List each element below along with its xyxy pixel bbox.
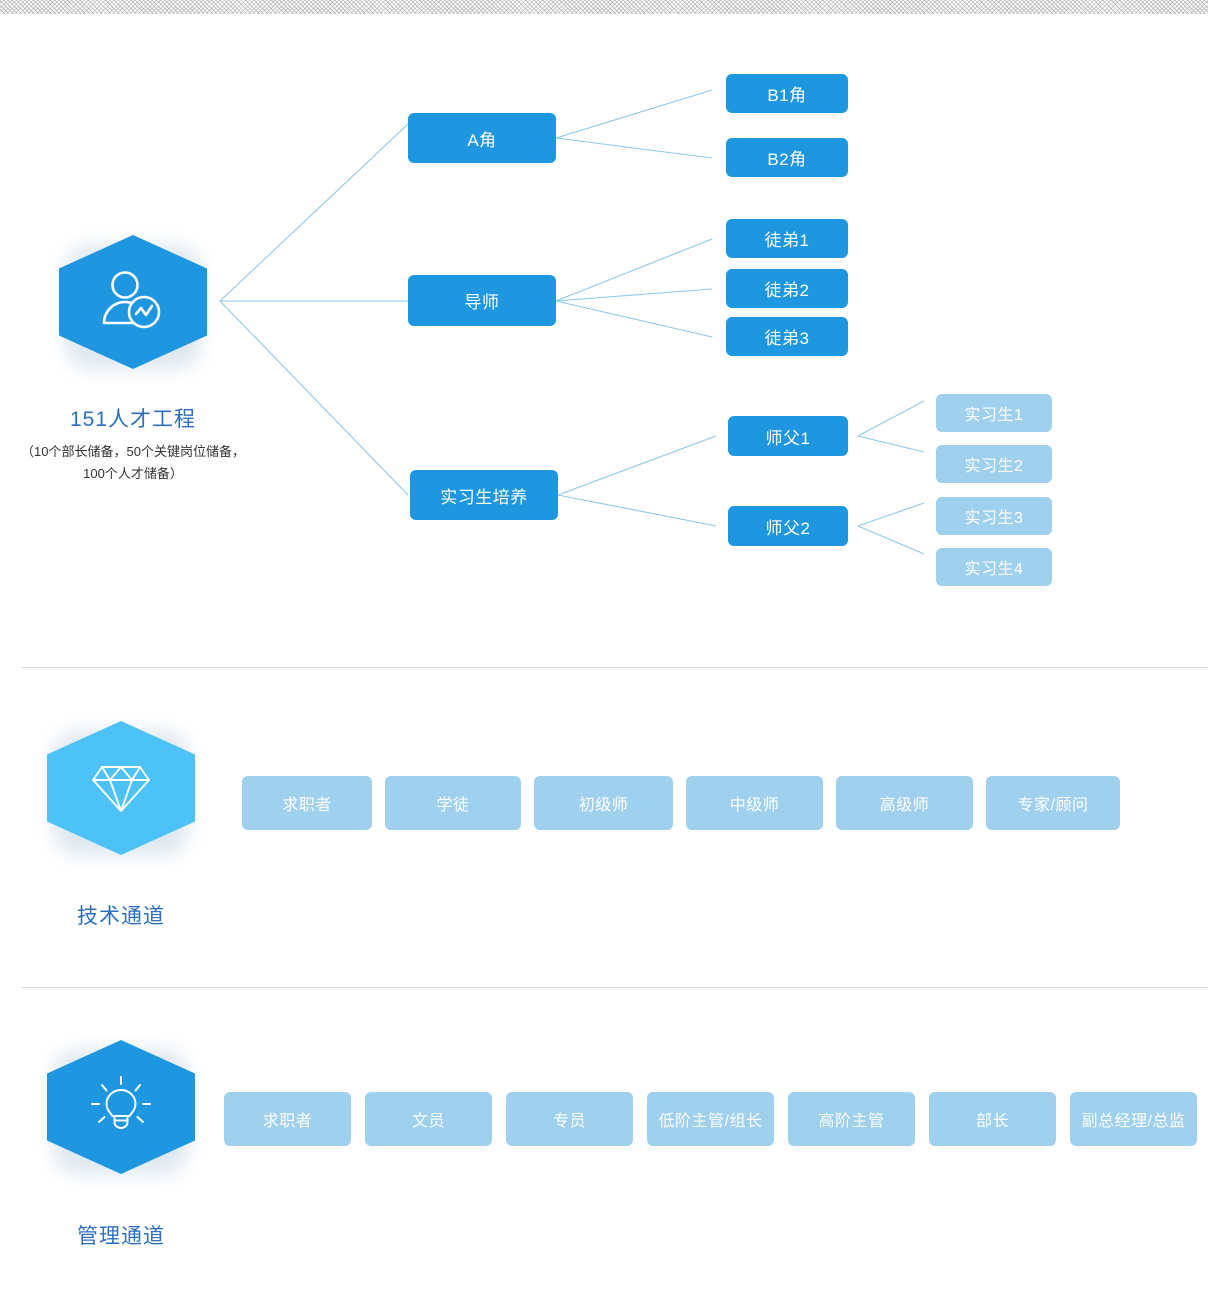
talent-hexagon bbox=[59, 235, 207, 369]
chip-label: 副总经理/总监 bbox=[1081, 1113, 1186, 1130]
technical-channel-section: 技术通道 求职者 学徒 初级师 中级师 高级师 专家/顾问 bbox=[0, 668, 1208, 986]
talent-subtitle: （10个部长储备，50个关键岗位储备，100个人才储备） bbox=[21, 444, 245, 481]
chip-label: 高阶主管 bbox=[818, 1113, 885, 1130]
talent-badge bbox=[59, 235, 207, 369]
chip-label: 专家/顾问 bbox=[1017, 797, 1089, 814]
mgmt-title: 管理通道 bbox=[77, 1225, 165, 1248]
chip-label: 部长 bbox=[975, 1113, 1009, 1130]
lightbulb-icon bbox=[91, 1076, 151, 1129]
node-b1-role[interactable]: B1角 bbox=[726, 74, 848, 113]
mgmt-badge bbox=[47, 1040, 195, 1174]
tech-step-2[interactable]: 学徒 bbox=[385, 776, 521, 830]
chip-label: 求职者 bbox=[282, 797, 332, 814]
node-label: B1角 bbox=[767, 86, 807, 105]
node-label: 实习生2 bbox=[964, 458, 1024, 475]
diamond-icon bbox=[92, 766, 150, 812]
chip-label: 求职者 bbox=[262, 1113, 313, 1130]
mgmt-step-1[interactable]: 求职者 bbox=[224, 1092, 351, 1146]
chip-label: 低阶主管/组长 bbox=[658, 1113, 763, 1130]
tech-title: 技术通道 bbox=[77, 905, 165, 928]
tech-step-3[interactable]: 初级师 bbox=[534, 776, 673, 830]
section-divider-1 bbox=[22, 667, 1208, 668]
node-label: B2角 bbox=[767, 150, 807, 169]
chip-label: 高级师 bbox=[879, 797, 930, 814]
tech-step-6[interactable]: 专家/顾问 bbox=[986, 776, 1120, 830]
node-a-role[interactable]: A角 bbox=[408, 113, 556, 163]
mgmt-step-row: 求职者 文员 专员 低阶主管/组长 高阶主管 部长 副总经理/总监 bbox=[224, 1092, 1197, 1146]
mgmt-step-3[interactable]: 专员 bbox=[506, 1092, 633, 1146]
tech-step-5[interactable]: 高级师 bbox=[836, 776, 973, 830]
node-intern-1[interactable]: 实习生1 bbox=[936, 394, 1052, 432]
node-intern-4[interactable]: 实习生4 bbox=[936, 548, 1052, 586]
chip-label: 中级师 bbox=[729, 797, 780, 814]
node-label: 师父1 bbox=[765, 428, 811, 448]
chip-label: 初级师 bbox=[578, 797, 629, 814]
mgmt-step-6[interactable]: 部长 bbox=[929, 1092, 1056, 1146]
node-label: 徒弟1 bbox=[764, 231, 810, 250]
node-intern-training[interactable]: 实习生培养 bbox=[410, 470, 558, 520]
talent-title: 151人才工程 bbox=[69, 408, 197, 431]
node-label: 实习生培养 bbox=[440, 487, 528, 507]
mgmt-step-4[interactable]: 低阶主管/组长 bbox=[647, 1092, 774, 1146]
mgmt-hexagon bbox=[47, 1040, 195, 1174]
node-label: 徒弟2 bbox=[764, 281, 810, 300]
node-label: 导师 bbox=[464, 293, 500, 312]
person-chart-icon bbox=[102, 271, 161, 329]
node-label: 师父2 bbox=[765, 518, 811, 538]
node-label: A角 bbox=[467, 130, 497, 150]
mgmt-step-7[interactable]: 副总经理/总监 bbox=[1070, 1092, 1197, 1146]
node-apprentice-2[interactable]: 徒弟2 bbox=[726, 269, 848, 308]
node-apprentice-1[interactable]: 徒弟1 bbox=[726, 219, 848, 258]
node-label: 实习生1 bbox=[964, 407, 1024, 424]
management-channel-section: 管理通道 求职者 文员 专员 低阶主管/组长 高阶主管 部长 副总经理/总监 bbox=[0, 988, 1208, 1301]
node-label: 徒弟3 bbox=[764, 329, 810, 348]
tech-step-4[interactable]: 中级师 bbox=[686, 776, 823, 830]
node-mentor[interactable]: 导师 bbox=[408, 275, 556, 326]
talent-program-section: 151人才工程 （10个部长储备，50个关键岗位储备，100个人才储备） A角 … bbox=[0, 14, 1208, 654]
section-divider-2 bbox=[22, 987, 1208, 988]
chip-label: 专员 bbox=[552, 1113, 586, 1130]
node-label: 实习生4 bbox=[964, 561, 1024, 578]
node-label: 实习生3 bbox=[964, 510, 1024, 527]
node-master-2[interactable]: 师父2 bbox=[728, 506, 848, 546]
node-b2-role[interactable]: B2角 bbox=[726, 138, 848, 177]
mgmt-step-2[interactable]: 文员 bbox=[365, 1092, 492, 1146]
tech-step-1[interactable]: 求职者 bbox=[242, 776, 372, 830]
tech-step-row: 求职者 学徒 初级师 中级师 高级师 专家/顾问 bbox=[242, 776, 1120, 830]
mgmt-step-5[interactable]: 高阶主管 bbox=[788, 1092, 915, 1146]
node-intern-3[interactable]: 实习生3 bbox=[936, 497, 1052, 535]
top-texture-strip bbox=[0, 0, 1208, 14]
chip-label: 文员 bbox=[411, 1113, 445, 1130]
node-intern-2[interactable]: 实习生2 bbox=[936, 445, 1052, 483]
chip-label: 学徒 bbox=[436, 797, 470, 814]
node-apprentice-3[interactable]: 徒弟3 bbox=[726, 317, 848, 356]
node-master-1[interactable]: 师父1 bbox=[728, 416, 848, 456]
talent-badge-text: 151人才工程 （10个部长储备，50个关键岗位储备，100个人才储备） bbox=[13, 389, 253, 485]
tech-badge bbox=[47, 721, 195, 855]
